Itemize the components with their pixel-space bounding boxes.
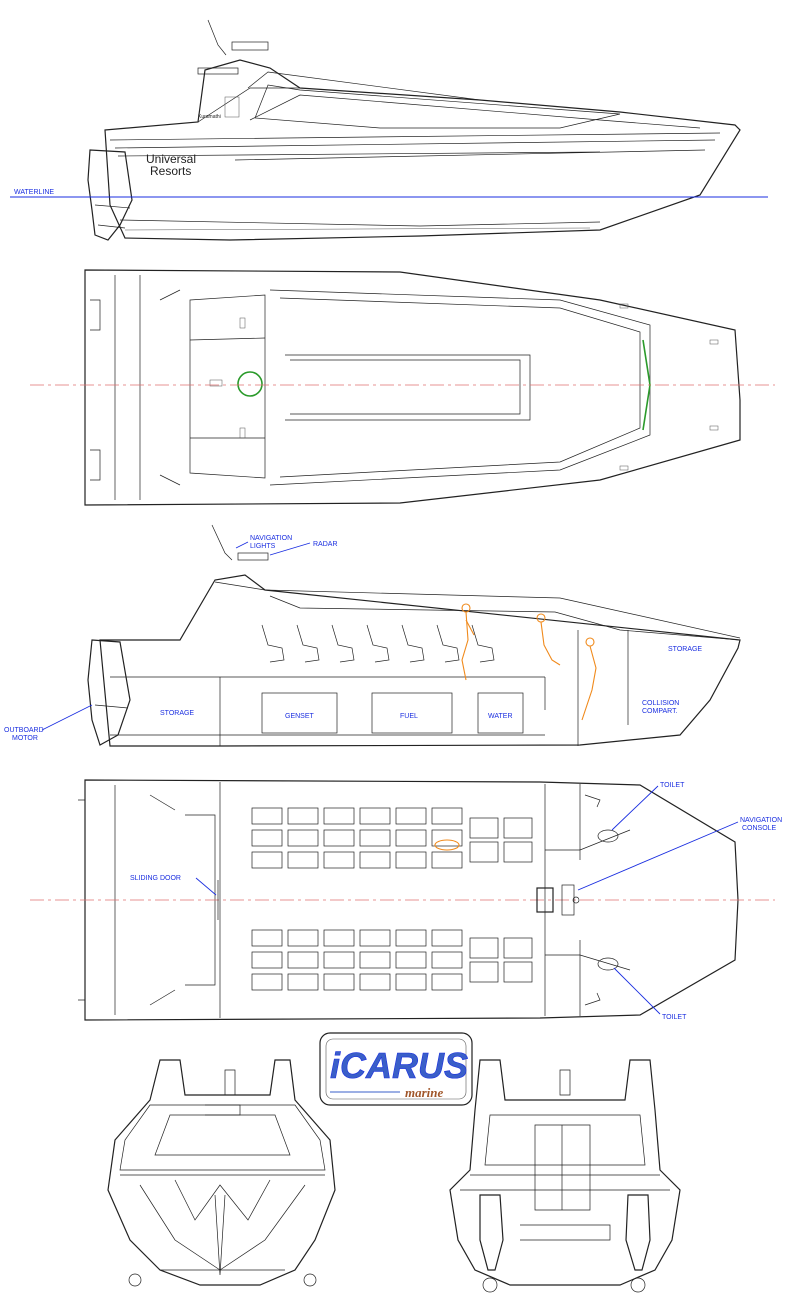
waterline-label: WATERLINE bbox=[14, 189, 54, 196]
rear-motor-port bbox=[479, 1194, 504, 1271]
hull-branding-line1: Universal bbox=[146, 152, 196, 166]
side-profile-view: Universal Resorts Kuramathi WATERLINE bbox=[10, 19, 768, 241]
callout-toilet-bottom: TOILET bbox=[662, 1014, 687, 1021]
callout-outboard-line2: MOTOR bbox=[12, 735, 38, 742]
rear-elevation-view bbox=[449, 1059, 681, 1293]
room-storage-fwd: STORAGE bbox=[668, 646, 702, 653]
callout-nav-lights-line1: NAVIGATION bbox=[250, 535, 292, 542]
leader-toilet-bottom bbox=[613, 967, 661, 1015]
seat-row-profile bbox=[261, 624, 495, 663]
human-figures bbox=[461, 603, 597, 721]
leader-sliding-door bbox=[195, 877, 217, 896]
leader-radar bbox=[269, 542, 311, 556]
callout-toilet-top: TOILET bbox=[660, 782, 685, 789]
front-elevation-view bbox=[107, 1059, 336, 1287]
callout-sliding-door: SLIDING DOOR bbox=[130, 875, 181, 882]
person-top-view bbox=[434, 839, 460, 851]
helm-chair bbox=[536, 887, 554, 913]
logo-wordmark: iCARUS bbox=[330, 1045, 468, 1086]
icarus-marine-logo: iCARUS marine bbox=[319, 1032, 473, 1106]
room-collision-line2: COMPART. bbox=[642, 708, 678, 715]
seat-block-port bbox=[251, 807, 533, 869]
callout-outboard-line1: OUTBOARD bbox=[4, 727, 44, 734]
hull-small-logo: Kuramathi bbox=[198, 114, 221, 120]
logo-subword: marine bbox=[405, 1085, 444, 1100]
leader-nav-console bbox=[577, 821, 739, 891]
deck-plan-view bbox=[30, 269, 775, 506]
callout-nav-console-line1: NAVIGATION bbox=[740, 817, 782, 824]
seat-block-starboard bbox=[251, 929, 533, 991]
leader-nav-lights bbox=[235, 541, 249, 549]
leader-outboard bbox=[41, 704, 93, 731]
rear-motor-starboard bbox=[625, 1194, 651, 1271]
hull-branding-line2: Resorts bbox=[150, 164, 191, 178]
accommodation-plan-view: TOILET NAVIGATION CONSOLE SLIDING DOOR T… bbox=[30, 779, 782, 1021]
inboard-profile-view: STORAGE GENSET FUEL WATER STORAGE COLLIS… bbox=[4, 524, 741, 747]
toilet-starboard bbox=[597, 957, 619, 971]
room-fuel: FUEL bbox=[400, 713, 418, 720]
deck-hatch bbox=[237, 371, 263, 397]
room-genset: GENSET bbox=[285, 713, 315, 720]
leader-toilet-top bbox=[611, 785, 659, 831]
toilet-port bbox=[597, 829, 619, 843]
callout-nav-lights-line2: LIGHTS bbox=[250, 543, 276, 550]
callout-nav-console-line2: CONSOLE bbox=[742, 825, 777, 832]
room-water: WATER bbox=[488, 713, 513, 720]
callout-radar: RADAR bbox=[313, 541, 338, 548]
room-collision-line1: COLLISION bbox=[642, 700, 679, 707]
room-storage-aft: STORAGE bbox=[160, 710, 194, 717]
